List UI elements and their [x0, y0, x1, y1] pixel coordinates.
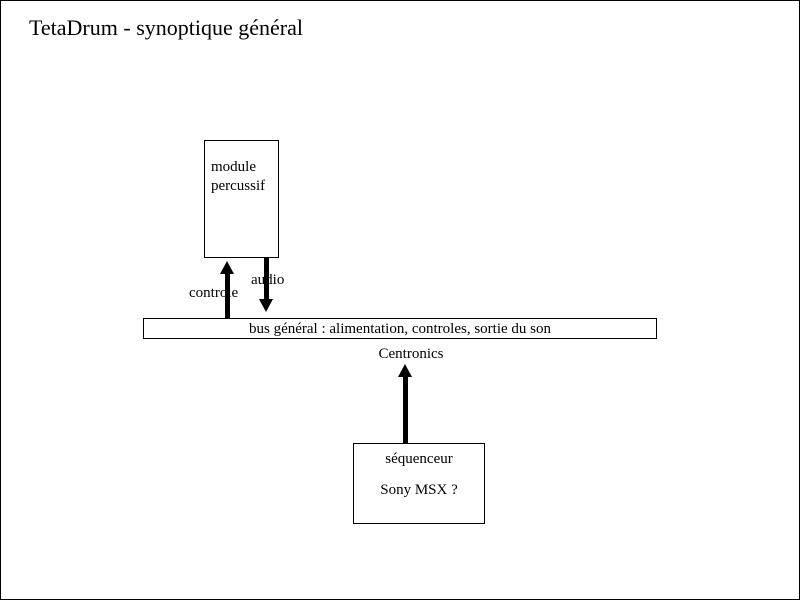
module-percussif-node: module percussif [204, 140, 279, 258]
sequenceur-label: séquenceur [385, 451, 453, 467]
audio-arrow-shaft [263, 258, 269, 299]
controle-arrow-label: controle [189, 285, 239, 301]
bus-general-label: bus général : alimentation, controles, s… [248, 321, 551, 337]
centronics-arrow-shaft [402, 377, 408, 443]
diagram-title: TetaDrum - synoptique général [29, 15, 303, 40]
centronics-arrowhead-up-icon [398, 364, 412, 377]
sequenceur-node: séquenceur Sony MSX ? [353, 443, 485, 524]
sequenceur-detail-label: Sony MSX ? [380, 482, 458, 498]
bus-general-node: bus général : alimentation, controles, s… [143, 318, 657, 339]
audio-arrow-label: audio [251, 272, 285, 288]
audio-arrowhead-down-icon [259, 299, 273, 312]
centronics-arrow [398, 364, 412, 443]
controle-arrowhead-up-icon [220, 261, 234, 274]
controle-arrow-shaft [224, 274, 230, 318]
controle-arrow [220, 261, 234, 318]
audio-arrow [259, 258, 273, 312]
centronics-arrow-label: Centronics [378, 346, 444, 362]
module-percussif-label: module percussif [211, 159, 266, 194]
